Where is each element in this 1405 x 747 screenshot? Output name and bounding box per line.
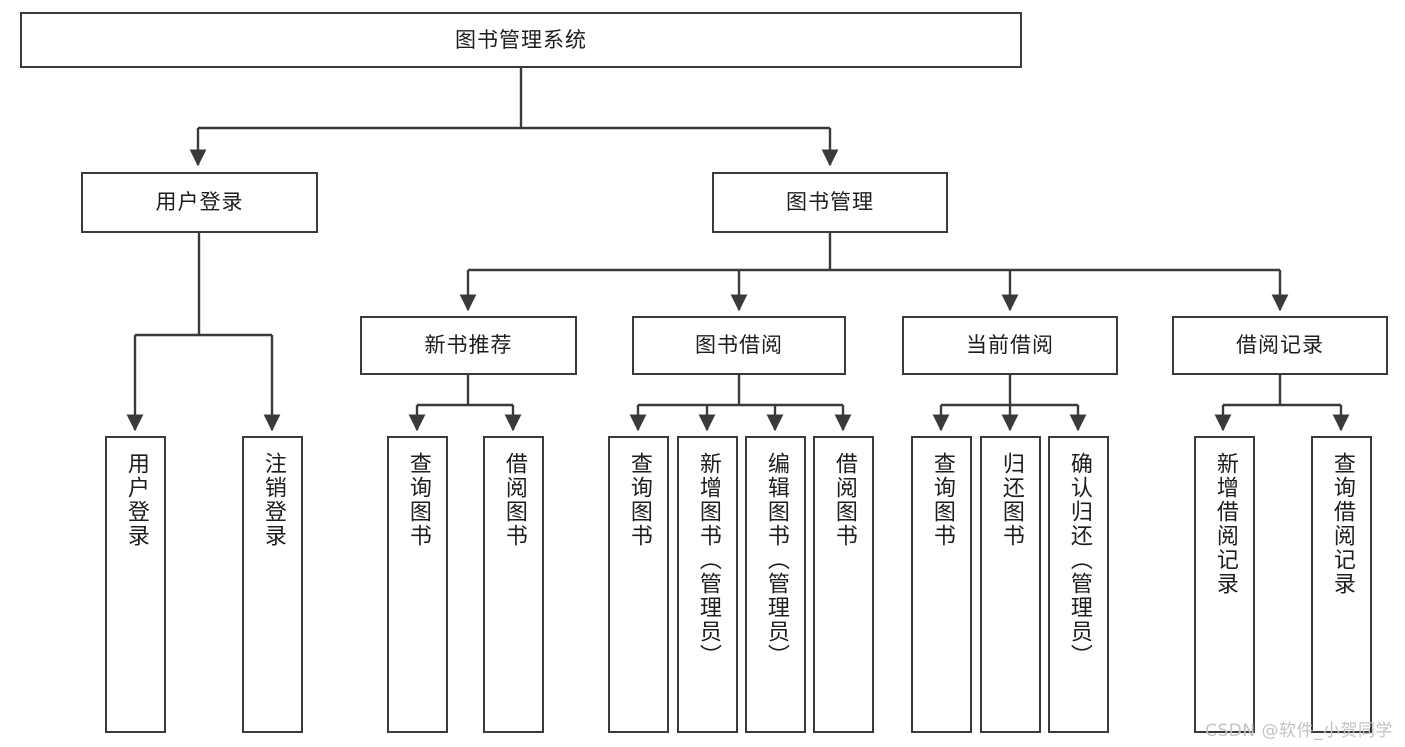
node-book-management[interactable]: 图书管理 xyxy=(712,172,948,233)
node-user-login[interactable]: 用户登录 xyxy=(81,172,318,233)
node-label: 借阅记录 xyxy=(1236,333,1324,358)
node-label: 查询图书 xyxy=(405,452,431,548)
node-label: 确认归还（管理员） xyxy=(1066,452,1092,668)
node-label: 图书管理 xyxy=(786,190,874,215)
leaf-add-borrow-record[interactable]: 新增借阅记录 xyxy=(1194,436,1255,733)
node-label: 新增图书（管理员） xyxy=(695,452,721,668)
node-borrow-record[interactable]: 借阅记录 xyxy=(1172,316,1388,375)
leaf-query-book-recommend[interactable]: 查询图书 xyxy=(387,436,448,733)
node-new-book-recommend[interactable]: 新书推荐 xyxy=(360,316,577,375)
node-label: 注销登录 xyxy=(260,452,286,548)
leaf-query-book-current[interactable]: 查询图书 xyxy=(911,436,972,733)
node-current-borrow[interactable]: 当前借阅 xyxy=(902,316,1118,375)
node-label: 用户登录 xyxy=(155,190,244,215)
leaf-query-borrow-record[interactable]: 查询借阅记录 xyxy=(1311,436,1372,733)
node-label: 查询图书 xyxy=(929,452,955,548)
leaf-borrow-book-recommend[interactable]: 借阅图书 xyxy=(483,436,544,733)
leaf-confirm-return[interactable]: 确认归还（管理员） xyxy=(1048,436,1109,733)
node-label: 查询借阅记录 xyxy=(1329,452,1355,596)
node-label: 图书借阅 xyxy=(695,333,783,358)
node-label: 新增借阅记录 xyxy=(1212,452,1238,596)
leaf-edit-book[interactable]: 编辑图书（管理员） xyxy=(745,436,806,733)
node-label: 编辑图书（管理员） xyxy=(763,452,789,668)
node-label: 借阅图书 xyxy=(831,452,857,548)
leaf-borrow-book-borrow[interactable]: 借阅图书 xyxy=(813,436,874,733)
leaf-query-book-borrow[interactable]: 查询图书 xyxy=(608,436,669,733)
node-label: 图书管理系统 xyxy=(455,27,587,52)
node-label: 借阅图书 xyxy=(501,452,527,548)
watermark-text: CSDN @软件_小贺同学 xyxy=(1205,721,1393,741)
node-label: 归还图书 xyxy=(998,452,1024,548)
node-label: 查询图书 xyxy=(626,452,652,548)
leaf-logout-login[interactable]: 注销登录 xyxy=(242,436,303,733)
leaf-add-book[interactable]: 新增图书（管理员） xyxy=(677,436,738,733)
leaf-return-book[interactable]: 归还图书 xyxy=(980,436,1041,733)
node-label: 新书推荐 xyxy=(424,333,513,358)
leaf-user-login[interactable]: 用户登录 xyxy=(105,436,166,733)
node-root-system[interactable]: 图书管理系统 xyxy=(20,12,1022,68)
node-label: 用户登录 xyxy=(123,452,149,548)
node-book-borrow[interactable]: 图书借阅 xyxy=(632,316,846,375)
node-label: 当前借阅 xyxy=(966,333,1054,358)
